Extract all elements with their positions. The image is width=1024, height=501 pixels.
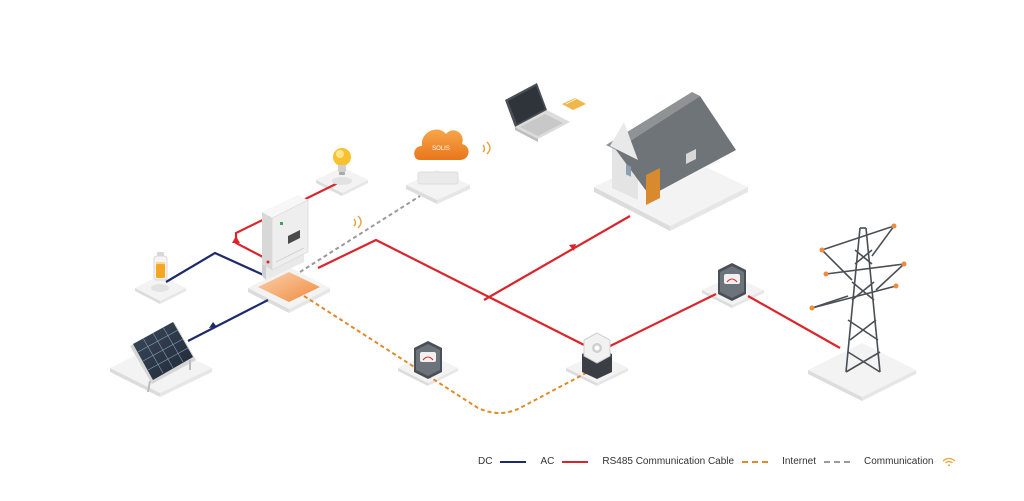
wifi-icon [482,141,491,155]
dc-line-battery [165,251,269,283]
rs485-line [303,295,589,414]
legend-label-internet: Internet [782,456,817,467]
tower-insulators [809,223,907,311]
inverter-icon [258,195,320,302]
ac-line-main [317,238,717,354]
legend-label-rs485: RS485 Communication Cable [602,456,735,467]
legend-item-communication: Communication [864,456,955,467]
battery-icon [151,252,169,292]
house-icon [606,92,736,205]
solar-panel-icon [130,322,196,393]
legend-label-dc: DC [478,456,493,467]
lightbulb-icon [332,148,352,185]
meter-icon [718,263,746,301]
cloud-icon: SOLIS [414,129,469,185]
legend: DC AC RS485 Communication Cable Internet… [478,456,956,467]
legend-label-ac: AC [540,456,555,467]
internet-line [299,195,421,273]
legend-item-dc: DC [478,456,527,467]
dc-line-solar [187,299,269,342]
legend-swatch-ac [562,460,589,463]
power-tower-icon [811,225,905,373]
ct-sensor-icon [582,332,612,379]
legend-swatch-dc [500,460,527,463]
laptop-icon [505,83,586,142]
cloud-brand-text: SOLIS [432,146,450,152]
legend-item-internet: Internet [782,456,851,467]
wifi-icon [942,457,955,466]
legend-swatch-internet [824,460,851,463]
meter-icon [414,341,442,379]
platform-tower [808,343,916,401]
legend-item-ac: AC [540,456,589,467]
legend-label-communication: Communication [864,456,934,467]
ac-line-house [483,215,631,301]
legend-swatch-rs485 [742,460,769,463]
ac-line-tower [747,295,841,349]
legend-item-rs485: RS485 Communication Cable [602,456,769,467]
wifi-icon [353,215,362,229]
